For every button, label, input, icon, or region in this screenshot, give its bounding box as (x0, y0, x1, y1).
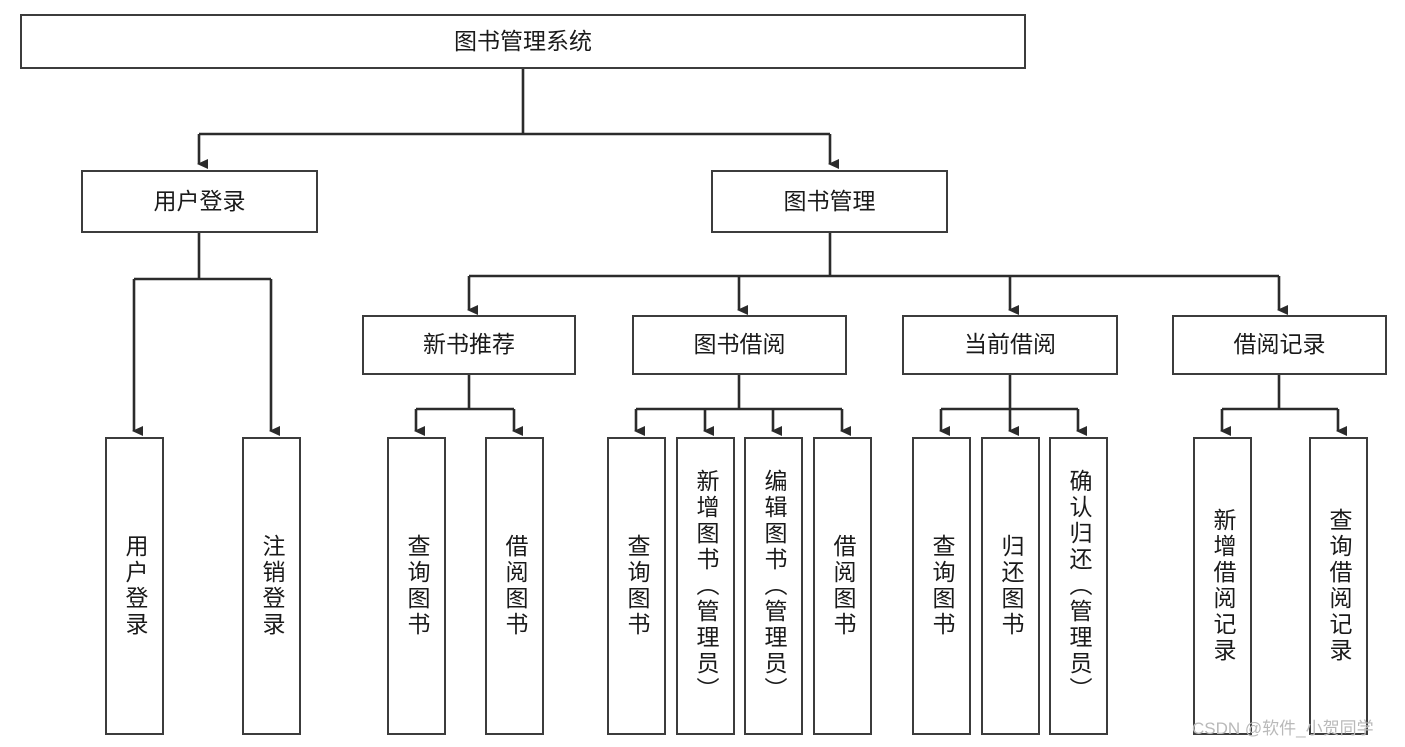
csdn-watermark: CSDN @软件_小贺同学 (1192, 719, 1374, 738)
leaf-query-record-label: 查询借阅记录 (1326, 508, 1352, 664)
leaf-add-book[interactable]: 新增图书（管理员） (676, 437, 735, 735)
leaf-query-record[interactable]: 查询借阅记录 (1309, 437, 1368, 735)
node-root-label: 图书管理系统 (454, 27, 592, 54)
leaf-query-book-current[interactable]: 查询图书 (912, 437, 971, 735)
node-root[interactable]: 图书管理系统 (20, 14, 1026, 69)
leaf-borrow-book-new[interactable]: 借阅图书 (485, 437, 544, 735)
node-book-borrow[interactable]: 图书借阅 (632, 315, 847, 375)
node-book-management[interactable]: 图书管理 (711, 170, 948, 233)
leaf-borrow-book[interactable]: 借阅图书 (813, 437, 872, 735)
leaf-edit-book[interactable]: 编辑图书（管理员） (744, 437, 803, 735)
leaf-query-book-borrow[interactable]: 查询图书 (607, 437, 666, 735)
node-current-borrow[interactable]: 当前借阅 (902, 315, 1118, 375)
leaf-add-record[interactable]: 新增借阅记录 (1193, 437, 1252, 735)
leaf-query-book-current-label: 查询图书 (929, 534, 955, 638)
leaf-edit-book-label: 编辑图书（管理员） (761, 469, 787, 703)
leaf-return-book-label: 归还图书 (998, 534, 1024, 638)
leaf-user-login-label: 用户登录 (122, 534, 148, 638)
leaf-return-book[interactable]: 归还图书 (981, 437, 1040, 735)
leaf-user-logout[interactable]: 注销登录 (242, 437, 301, 735)
node-user-login[interactable]: 用户登录 (81, 170, 318, 233)
node-user-login-label: 用户登录 (153, 187, 246, 214)
leaf-add-record-label: 新增借阅记录 (1210, 508, 1236, 664)
leaf-user-login[interactable]: 用户登录 (105, 437, 164, 735)
leaf-confirm-return[interactable]: 确认归还（管理员） (1049, 437, 1108, 735)
node-new-book-recommend[interactable]: 新书推荐 (362, 315, 576, 375)
node-book-borrow-label: 图书借阅 (693, 331, 786, 358)
leaf-query-book-borrow-label: 查询图书 (624, 534, 650, 638)
leaf-confirm-return-label: 确认归还（管理员） (1066, 469, 1092, 703)
leaf-borrow-book-label: 借阅图书 (830, 534, 856, 638)
node-current-borrow-label: 当前借阅 (964, 331, 1056, 358)
node-borrow-records-label: 借阅记录 (1233, 331, 1326, 358)
node-book-management-label: 图书管理 (783, 187, 876, 214)
node-new-book-recommend-label: 新书推荐 (423, 331, 515, 358)
leaf-add-book-label: 新增图书（管理员） (693, 469, 719, 703)
leaf-borrow-book-new-label: 借阅图书 (502, 534, 528, 638)
leaf-query-book-new-label: 查询图书 (404, 534, 430, 638)
leaf-user-logout-label: 注销登录 (259, 534, 285, 638)
node-borrow-records[interactable]: 借阅记录 (1172, 315, 1387, 375)
leaf-query-book-new[interactable]: 查询图书 (387, 437, 446, 735)
